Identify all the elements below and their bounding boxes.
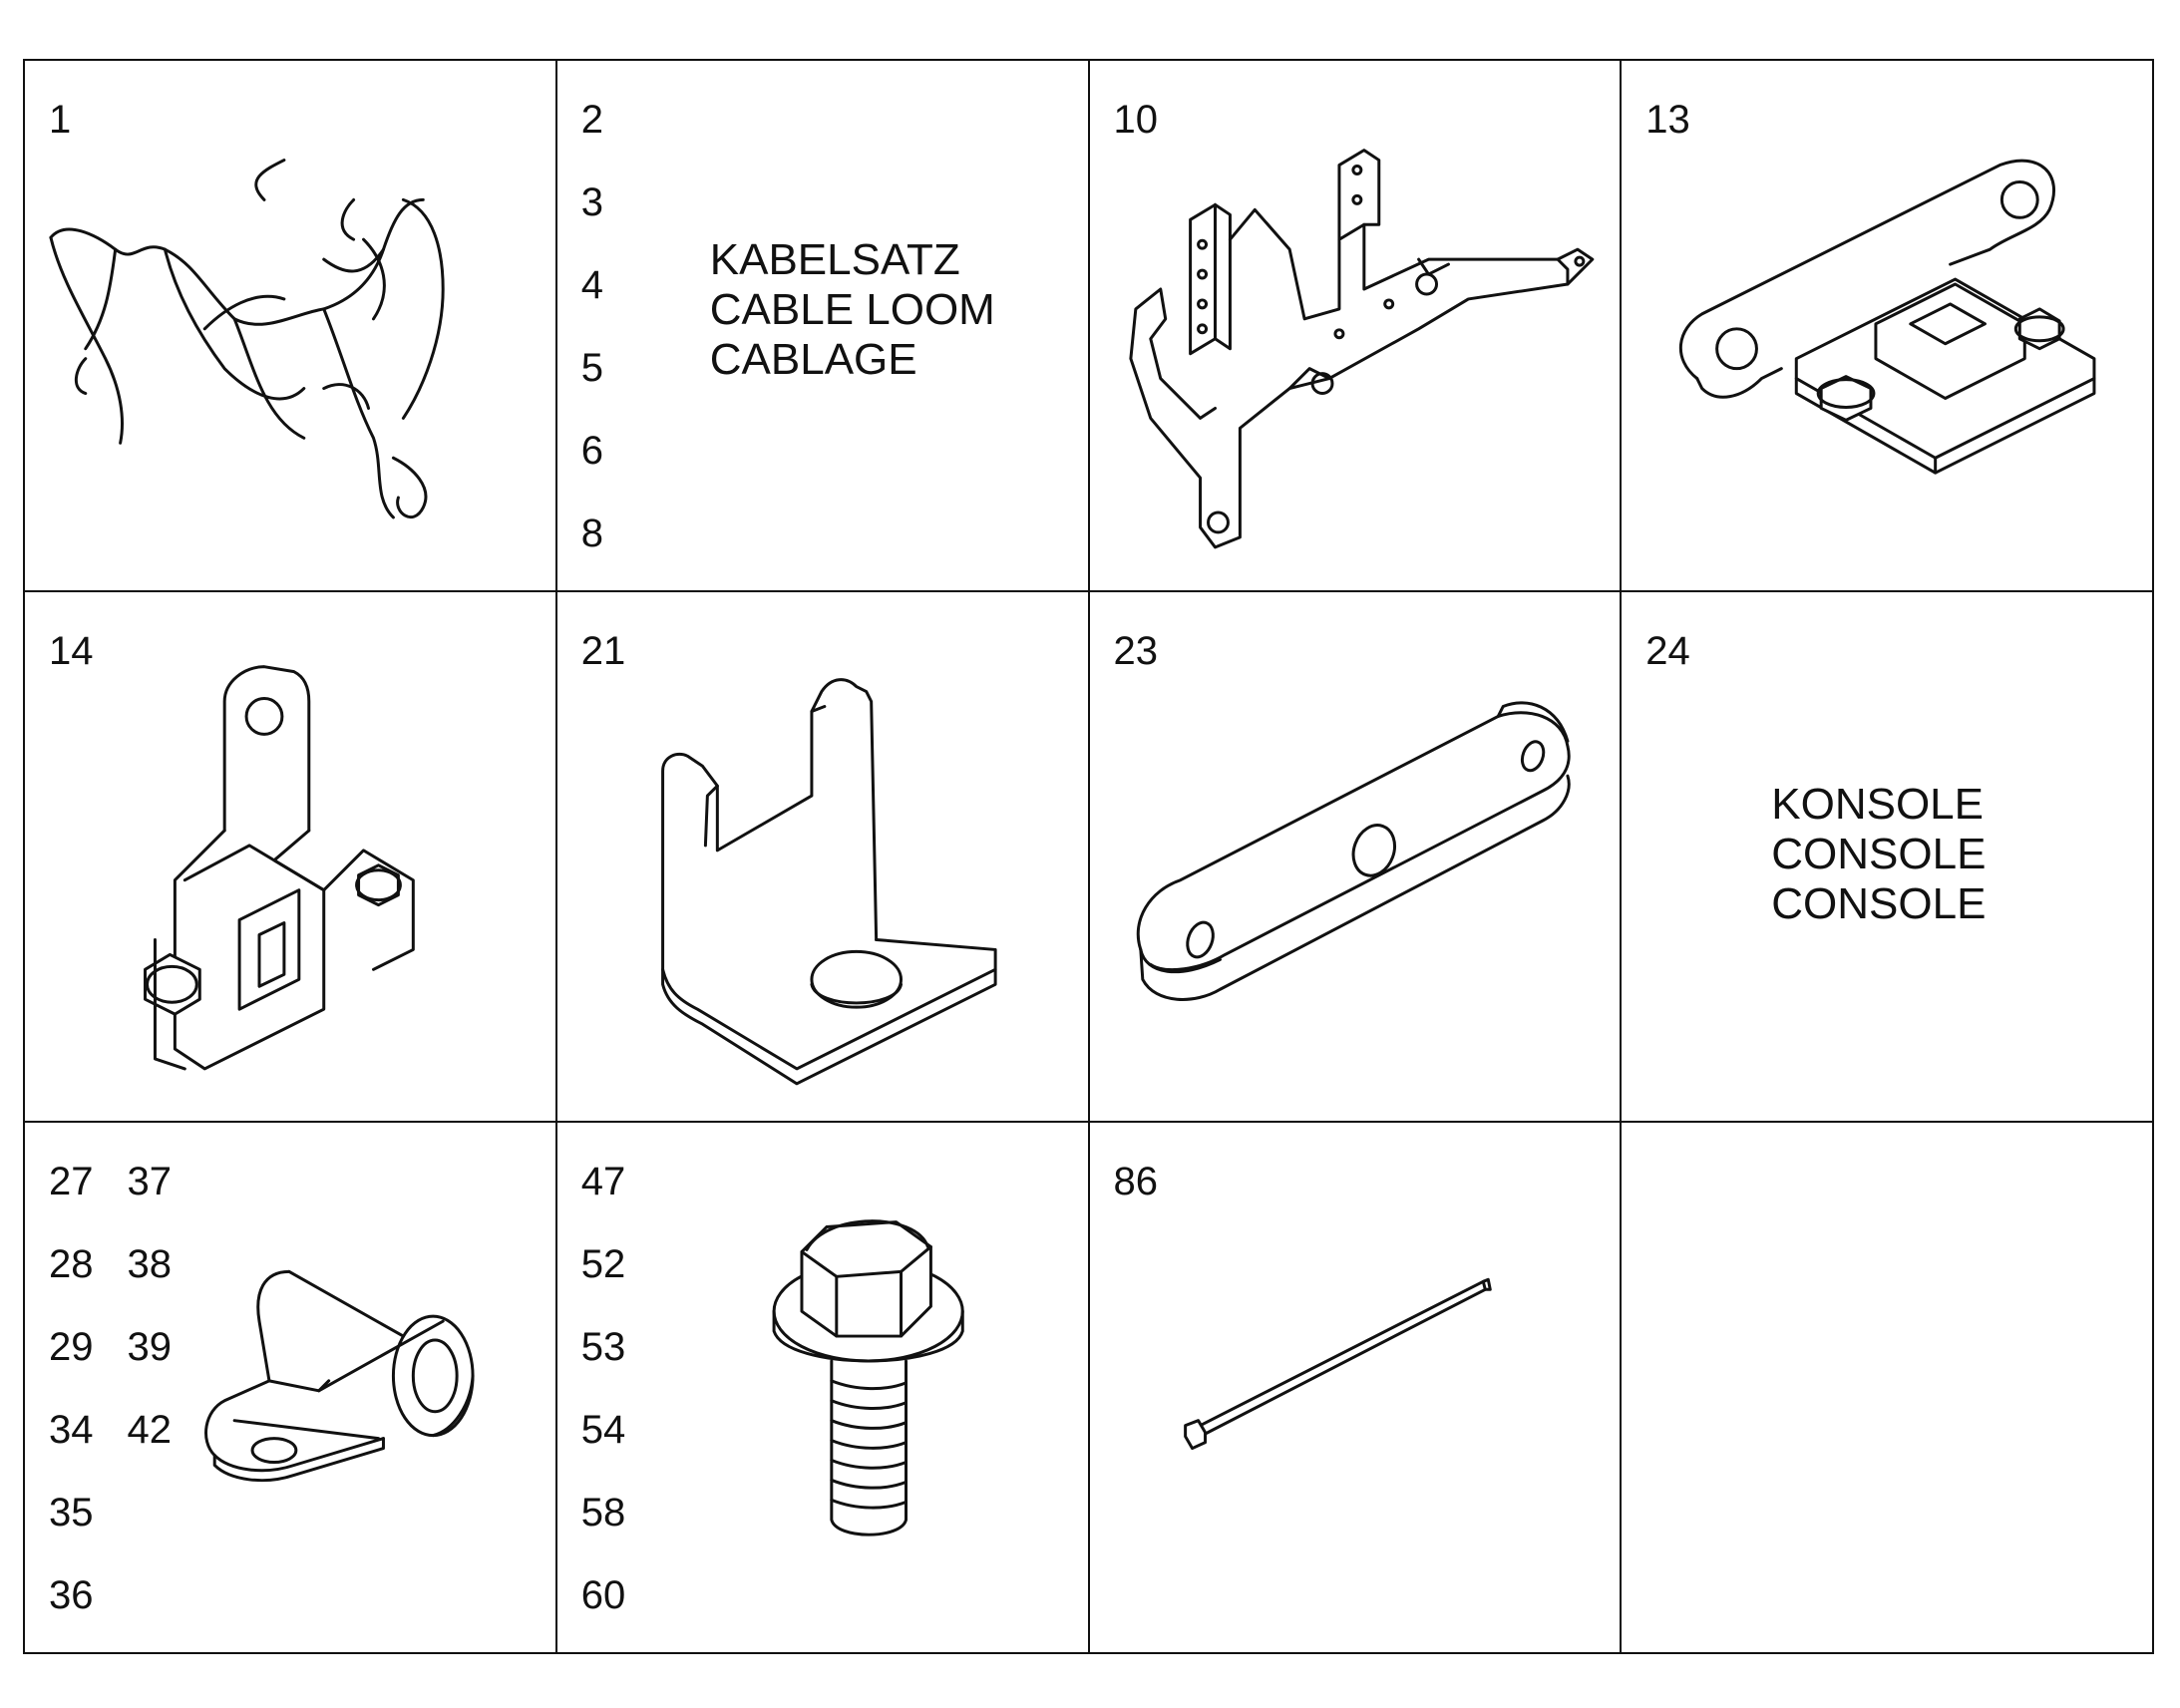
part-number: 2: [580, 98, 603, 142]
bracket-frame-icon: [1128, 149, 1594, 549]
part-numbers: 10: [1114, 79, 1159, 162]
part-cell-86: 86: [1089, 1123, 1623, 1654]
part-number: 47: [580, 1160, 626, 1204]
part-number: 14: [49, 628, 94, 673]
part-number: 28: [49, 1242, 94, 1287]
cable-tie-icon: [1183, 1278, 1492, 1451]
part-number: 38: [127, 1242, 173, 1287]
cable-loom-icon: [49, 159, 445, 519]
description-line-de: KONSOLE: [1771, 779, 1984, 829]
part-cell-13: 13: [1622, 61, 2154, 592]
part-number: 53: [580, 1325, 626, 1370]
part-number: 54: [580, 1408, 626, 1453]
part-number: 86: [1113, 1160, 1159, 1204]
part-number: 60: [580, 1573, 626, 1618]
part-number: 27: [49, 1160, 94, 1204]
part-numbers: 1: [49, 79, 71, 162]
part-number: 58: [580, 1491, 626, 1536]
part-number: 4: [580, 263, 603, 307]
part-number: 34: [49, 1408, 94, 1453]
part-cell-27: 27 28 29 34 35 36 37 38 39 42: [25, 1123, 557, 1654]
part-cell-empty: [1622, 1123, 2154, 1654]
part-numbers: 14: [49, 610, 94, 693]
flat-bar-icon: [1136, 701, 1571, 1001]
angle-bracket-icon: [144, 664, 415, 1071]
part-numbers: 47 52 53 54 58 60: [581, 1141, 626, 1637]
part-number: 8: [580, 512, 603, 555]
part-number: 6: [580, 429, 603, 473]
description-line-de: KABELSATZ: [709, 235, 960, 284]
part-number: 36: [49, 1573, 94, 1618]
part-number: 21: [580, 628, 626, 673]
part-number: 10: [1113, 98, 1159, 142]
part-numbers: 27 28 29 34 35 36 37 38 39 42: [49, 1141, 172, 1637]
part-numbers: 23: [1114, 610, 1159, 693]
part-cell-47: 47 52 53 54 58 60: [556, 1123, 1090, 1654]
l-bracket-icon: [660, 677, 997, 1085]
part-cell-2: 2 3 4 5 6 8 KABELSATZ CABLE LOOM CABLAGE: [556, 61, 1090, 592]
part-number: 13: [1645, 98, 1690, 142]
description-line-fr: CONSOLE: [1771, 878, 1987, 928]
flange-bolt-icon: [772, 1219, 964, 1537]
part-number: 1: [49, 98, 72, 142]
part-numbers: 86: [1114, 1141, 1159, 1223]
part-number: 5: [580, 346, 603, 390]
part-number: 52: [580, 1242, 626, 1287]
part-number: 39: [127, 1325, 173, 1370]
part-numbers: 13: [1645, 79, 1690, 162]
part-number: 23: [1113, 628, 1159, 673]
link-plate-icon: [1679, 159, 2096, 475]
part-number: 24: [1645, 628, 1690, 673]
part-description: KONSOLE CONSOLE CONSOLE: [1771, 780, 1986, 929]
part-cell-1: 1: [25, 61, 557, 592]
part-cell-14: 14: [25, 591, 557, 1124]
part-cell-23: 23: [1089, 591, 1623, 1124]
parts-grid: 1 2 3 4 5 6 8: [23, 59, 2154, 1654]
part-numbers: 21: [581, 610, 626, 693]
description-line-en: CABLE LOOM: [709, 285, 995, 334]
part-number: 3: [580, 180, 603, 224]
part-numbers: 2 3 4 5 6 8: [581, 79, 603, 575]
description-line-en: CONSOLE: [1771, 829, 1987, 878]
part-numbers: 24: [1645, 610, 1690, 693]
part-number: 29: [49, 1325, 94, 1370]
cable-clamp-icon: [204, 1270, 475, 1483]
part-cell-10: 10: [1089, 61, 1623, 592]
part-cell-24: 24 KONSOLE CONSOLE CONSOLE: [1622, 591, 2154, 1124]
part-description: KABELSATZ CABLE LOOM CABLAGE: [710, 235, 995, 385]
description-line-fr: CABLAGE: [709, 335, 917, 384]
part-number: 35: [49, 1491, 94, 1536]
part-number: 42: [127, 1408, 173, 1453]
part-number: 37: [127, 1160, 173, 1204]
part-cell-21: 21: [556, 591, 1090, 1124]
